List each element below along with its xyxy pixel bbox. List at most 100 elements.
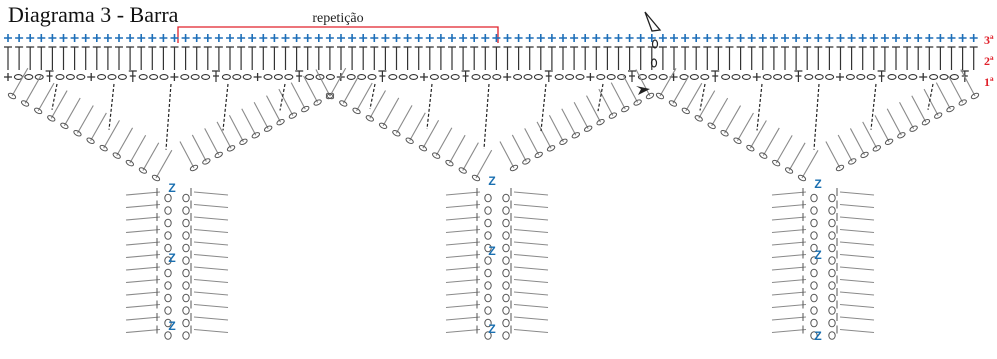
chain-stitch-icon xyxy=(502,268,510,278)
chain-stitch-icon xyxy=(637,74,647,80)
diagram-title: Diagrama 3 - Barra xyxy=(8,2,179,27)
double-crochet-icon xyxy=(836,46,845,70)
treble-stitch-icon xyxy=(37,82,55,112)
plus-stitch-icon xyxy=(892,34,900,42)
chain-space-line xyxy=(369,83,376,110)
treble-stitch-icon xyxy=(788,142,806,171)
chain-stitch-icon xyxy=(534,151,543,159)
chain-stitch-icon xyxy=(828,193,836,203)
plus-stitch-icon xyxy=(758,34,767,42)
plus-stitch-icon xyxy=(325,34,334,42)
plus-stitch-icon xyxy=(581,34,590,42)
treble-stitch-icon xyxy=(63,97,81,127)
treble-stitch-icon xyxy=(935,82,951,110)
plus-stitch-icon xyxy=(48,34,57,42)
single-crochet-icon xyxy=(586,73,595,81)
chain-stitch-icon xyxy=(458,167,467,174)
treble-stitch-icon xyxy=(771,216,807,221)
chain-stitch-icon xyxy=(502,256,510,265)
chain-stitch-icon xyxy=(772,159,781,167)
chain-stitch-icon xyxy=(159,74,169,80)
plus-stitch-icon xyxy=(525,34,534,42)
plus-stitch-icon xyxy=(969,34,978,42)
plus-stitch-icon xyxy=(270,34,279,42)
solid-arrowhead-icon xyxy=(636,86,650,95)
treble-stitch-icon xyxy=(395,105,413,134)
z-mark: Z xyxy=(168,319,175,333)
treble-stitch-icon xyxy=(672,75,690,104)
treble-stitch-icon xyxy=(548,115,564,143)
treble-stitch-icon xyxy=(193,241,229,246)
treble-stitch-icon xyxy=(266,95,282,123)
chain-stitch-icon xyxy=(149,74,159,80)
chain-stitch-icon xyxy=(405,137,414,144)
chain-stitch-icon xyxy=(929,74,939,80)
treble-stitch-icon xyxy=(448,134,466,164)
double-crochet-icon xyxy=(325,46,334,70)
single-crochet-icon xyxy=(836,73,844,81)
treble-stitch-icon xyxy=(911,95,927,123)
chain-stitch-icon xyxy=(502,306,510,315)
chain-stitch-icon xyxy=(908,74,918,80)
chain-stitch-icon xyxy=(418,144,428,152)
chain-stitch-icon xyxy=(810,256,818,265)
chain-stitch-icon xyxy=(810,293,818,303)
double-crochet-icon xyxy=(559,46,567,70)
double-crochet-icon xyxy=(381,46,390,70)
plus-stitch-icon xyxy=(137,34,146,42)
chain-stitch-icon xyxy=(860,151,869,159)
treble-stitch-icon xyxy=(923,88,939,116)
treble-stitch-icon xyxy=(125,253,161,259)
chain-stitch-icon xyxy=(810,268,818,278)
treble-stitch-icon xyxy=(462,142,479,171)
chain-space-line xyxy=(813,83,820,150)
double-crochet-icon xyxy=(226,46,234,70)
double-crochet-icon xyxy=(581,46,590,70)
chain-space-line xyxy=(165,83,172,150)
chain-stitch-icon xyxy=(513,74,523,80)
chain-stitch-icon xyxy=(76,74,86,80)
treble-stitch-icon xyxy=(193,303,229,309)
plus-stitch-icon xyxy=(115,34,123,42)
double-crochet-icon xyxy=(148,46,157,70)
plus-stitch-icon xyxy=(692,34,701,42)
treble-stitch-icon xyxy=(445,303,481,309)
chain-stitch-icon xyxy=(845,74,855,80)
double-crochet-icon xyxy=(503,46,512,70)
treble-stitch-icon xyxy=(825,141,841,169)
plus-stitch-icon xyxy=(570,34,579,42)
repeat-label: repetição xyxy=(312,11,363,26)
chain-stitch-icon xyxy=(182,193,190,203)
treble-stitch-icon xyxy=(771,291,807,296)
chain-stitch-icon xyxy=(182,331,190,340)
chain-stitch-icon xyxy=(814,74,824,80)
chain-stitch-icon xyxy=(263,125,273,132)
double-crochet-icon xyxy=(37,46,46,70)
half-double-crochet-icon xyxy=(212,70,220,82)
chain-stitch-icon xyxy=(700,74,710,80)
plus-stitch-icon xyxy=(281,34,290,42)
plus-stitch-icon xyxy=(636,34,645,42)
chain-stitch-icon xyxy=(60,122,69,130)
chain-stitch-icon xyxy=(86,137,95,144)
chain-stitch-icon xyxy=(484,218,492,228)
chain-stitch-icon xyxy=(828,293,836,303)
treble-stitch-icon xyxy=(960,69,976,97)
treble-stitch-icon xyxy=(125,328,161,334)
chain-stitch-icon xyxy=(484,243,492,253)
chain-space-line xyxy=(483,83,490,149)
treble-stitch-icon xyxy=(216,121,232,149)
double-crochet-icon xyxy=(892,46,900,70)
z-mark: Z xyxy=(488,322,495,336)
double-crochet-icon xyxy=(70,46,79,70)
single-crochet-icon xyxy=(503,73,512,81)
chain-space-line xyxy=(597,83,604,112)
chain-stitch-icon xyxy=(99,144,108,152)
chain-stitch-icon xyxy=(721,74,731,80)
chain-stitch-icon xyxy=(65,74,75,80)
double-crochet-icon xyxy=(536,46,545,70)
chain-stitch-icon xyxy=(138,167,148,174)
half-double-crochet-icon xyxy=(378,70,387,82)
chain-stitch-icon xyxy=(484,293,492,303)
treble-stitch-icon xyxy=(874,115,890,143)
